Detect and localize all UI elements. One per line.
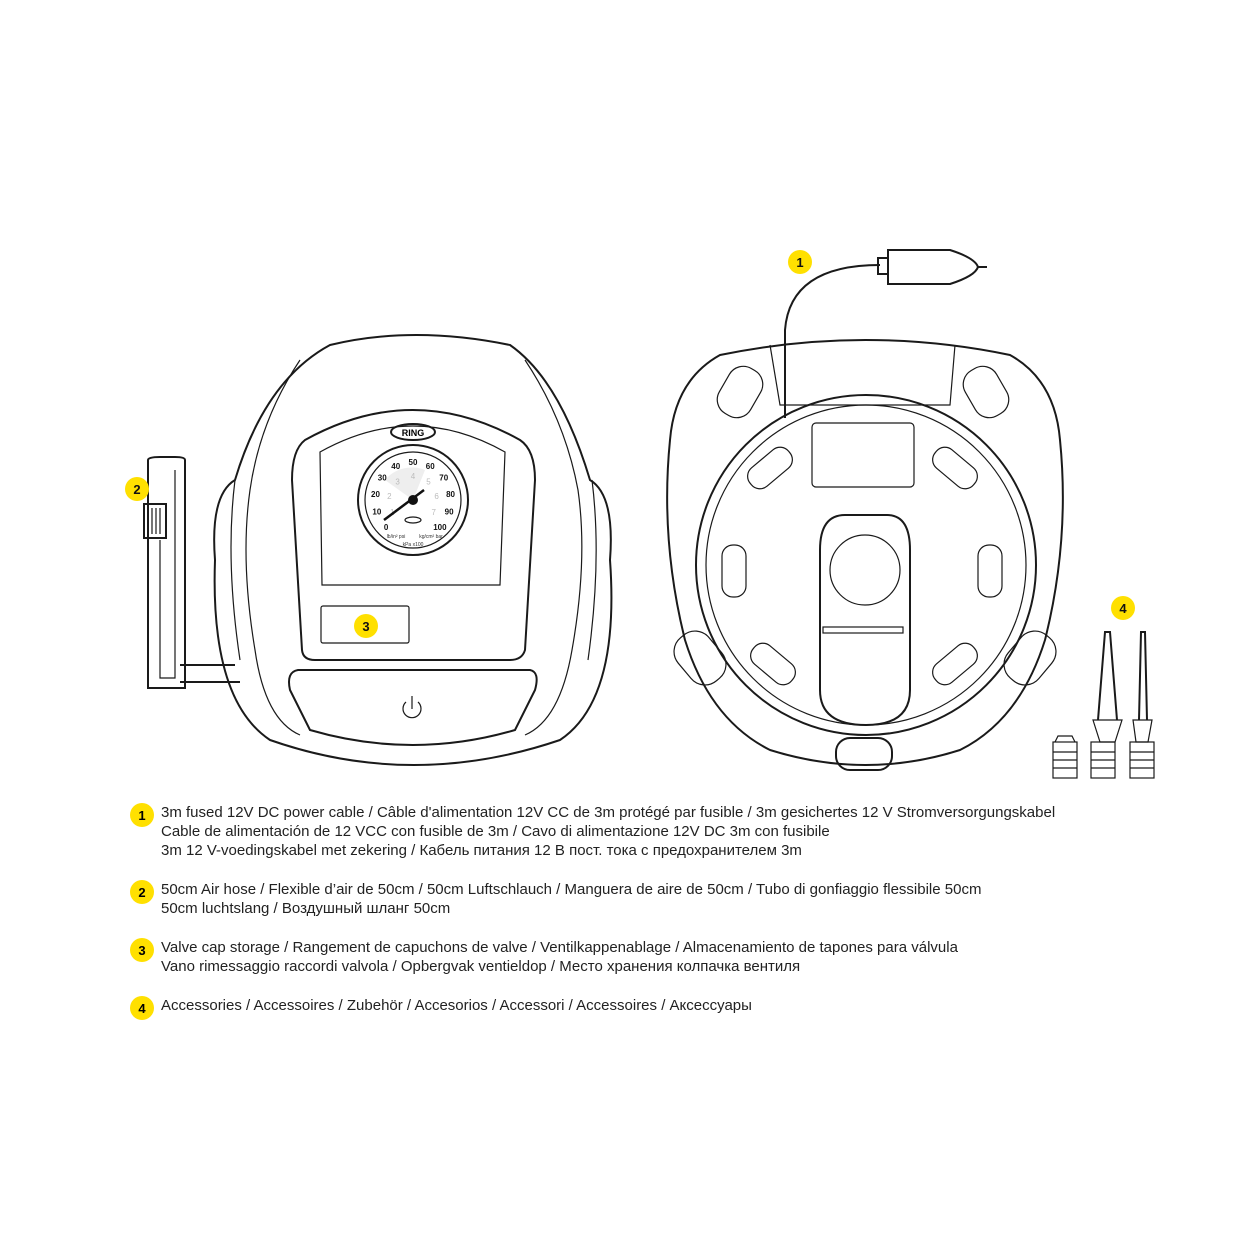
- pressure-gauge: RING 01020304050607080901001234567 lb/in…: [357, 423, 469, 556]
- gauge-inner-label: 5: [426, 478, 431, 487]
- compressor-back-view: [666, 249, 1064, 771]
- gauge-label: 50: [409, 458, 418, 467]
- gauge-label: 20: [371, 490, 380, 499]
- legend-item: 4 Accessories / Accessoires / Zubehör / A…: [130, 996, 1055, 1020]
- gauge-unit-left: lb/in² psi: [387, 534, 406, 540]
- legend-number-badge: 4: [130, 996, 154, 1020]
- gauge-unit-right: kg/cm² bar: [419, 534, 443, 540]
- gauge-inner-label: 2: [387, 492, 392, 501]
- gauge-label: 40: [391, 462, 400, 471]
- air-hose: [143, 456, 240, 689]
- gauge-label: 70: [439, 474, 448, 483]
- legend-line: 3m fused 12V DC power cable / Câble d'al…: [161, 804, 1056, 821]
- gauge-label: 100: [433, 523, 447, 532]
- callout-1: 1: [788, 250, 812, 274]
- legend-line: Accessories / Accessoires / Zubehör / Ac…: [161, 997, 752, 1014]
- brand-logo: [390, 423, 436, 441]
- callout-3: 3: [354, 614, 378, 638]
- legend-item: 3 Valve cap storage / Rangement de capuch…: [130, 938, 1055, 976]
- gauge-label: 60: [426, 462, 435, 471]
- gauge-inner-label: 6: [434, 492, 439, 501]
- legend-item: 1 3m fused 12V DC power cable / Câble d'a…: [130, 803, 1055, 860]
- brand-text: RING: [402, 428, 425, 438]
- legend: 1 3m fused 12V DC power cable / Câble d'a…: [130, 803, 1055, 1040]
- legend-line: Valve cap storage / Rangement de capucho…: [161, 939, 958, 956]
- gauge-label: 0: [384, 523, 389, 532]
- gauge-inner-label: 3: [395, 478, 400, 487]
- callout-2: 2: [125, 477, 149, 501]
- gauge-unit-bottom: kPa x100: [403, 542, 424, 548]
- svg-text:1: 1: [796, 255, 803, 270]
- gauge-label: 10: [372, 508, 381, 517]
- legend-number-badge: 1: [130, 803, 154, 827]
- legend-line: Cable de alimentación de 12 VCC con fusi…: [161, 823, 830, 840]
- legend-line: 50cm Air hose / Flexible d’air de 50cm /…: [161, 881, 982, 898]
- gauge-inner-label: 4: [411, 472, 416, 481]
- legend-line: Vano rimessaggio raccordi valvola / Opbe…: [161, 958, 801, 975]
- legend-number-badge: 2: [130, 880, 154, 904]
- valve-cap-storage: [320, 605, 410, 644]
- gauge-inner-label: 7: [432, 508, 437, 517]
- accessories: [1052, 631, 1155, 779]
- legend-line: 50cm luchtslang / Воздушный шланг 50cm: [161, 900, 451, 917]
- power-cable-plug: [784, 249, 987, 418]
- svg-text:4: 4: [1119, 601, 1127, 616]
- power-icon: [402, 696, 422, 719]
- legend-line: 3m 12 V-voedingskabel met zekering / Каб…: [161, 842, 802, 859]
- callout-4: 4: [1111, 596, 1135, 620]
- legend-number-badge: 3: [130, 938, 154, 962]
- gauge-label: 80: [446, 490, 455, 499]
- svg-text:2: 2: [133, 482, 140, 497]
- legend-item: 2 50cm Air hose / Flexible d’air de 50cm …: [130, 880, 1055, 918]
- power-button-panel: [288, 669, 538, 746]
- compressor-front-view: RING 01020304050607080901001234567 lb/in…: [143, 334, 613, 766]
- gauge-label: 30: [378, 474, 387, 483]
- svg-text:3: 3: [362, 619, 369, 634]
- gauge-label: 90: [445, 508, 454, 517]
